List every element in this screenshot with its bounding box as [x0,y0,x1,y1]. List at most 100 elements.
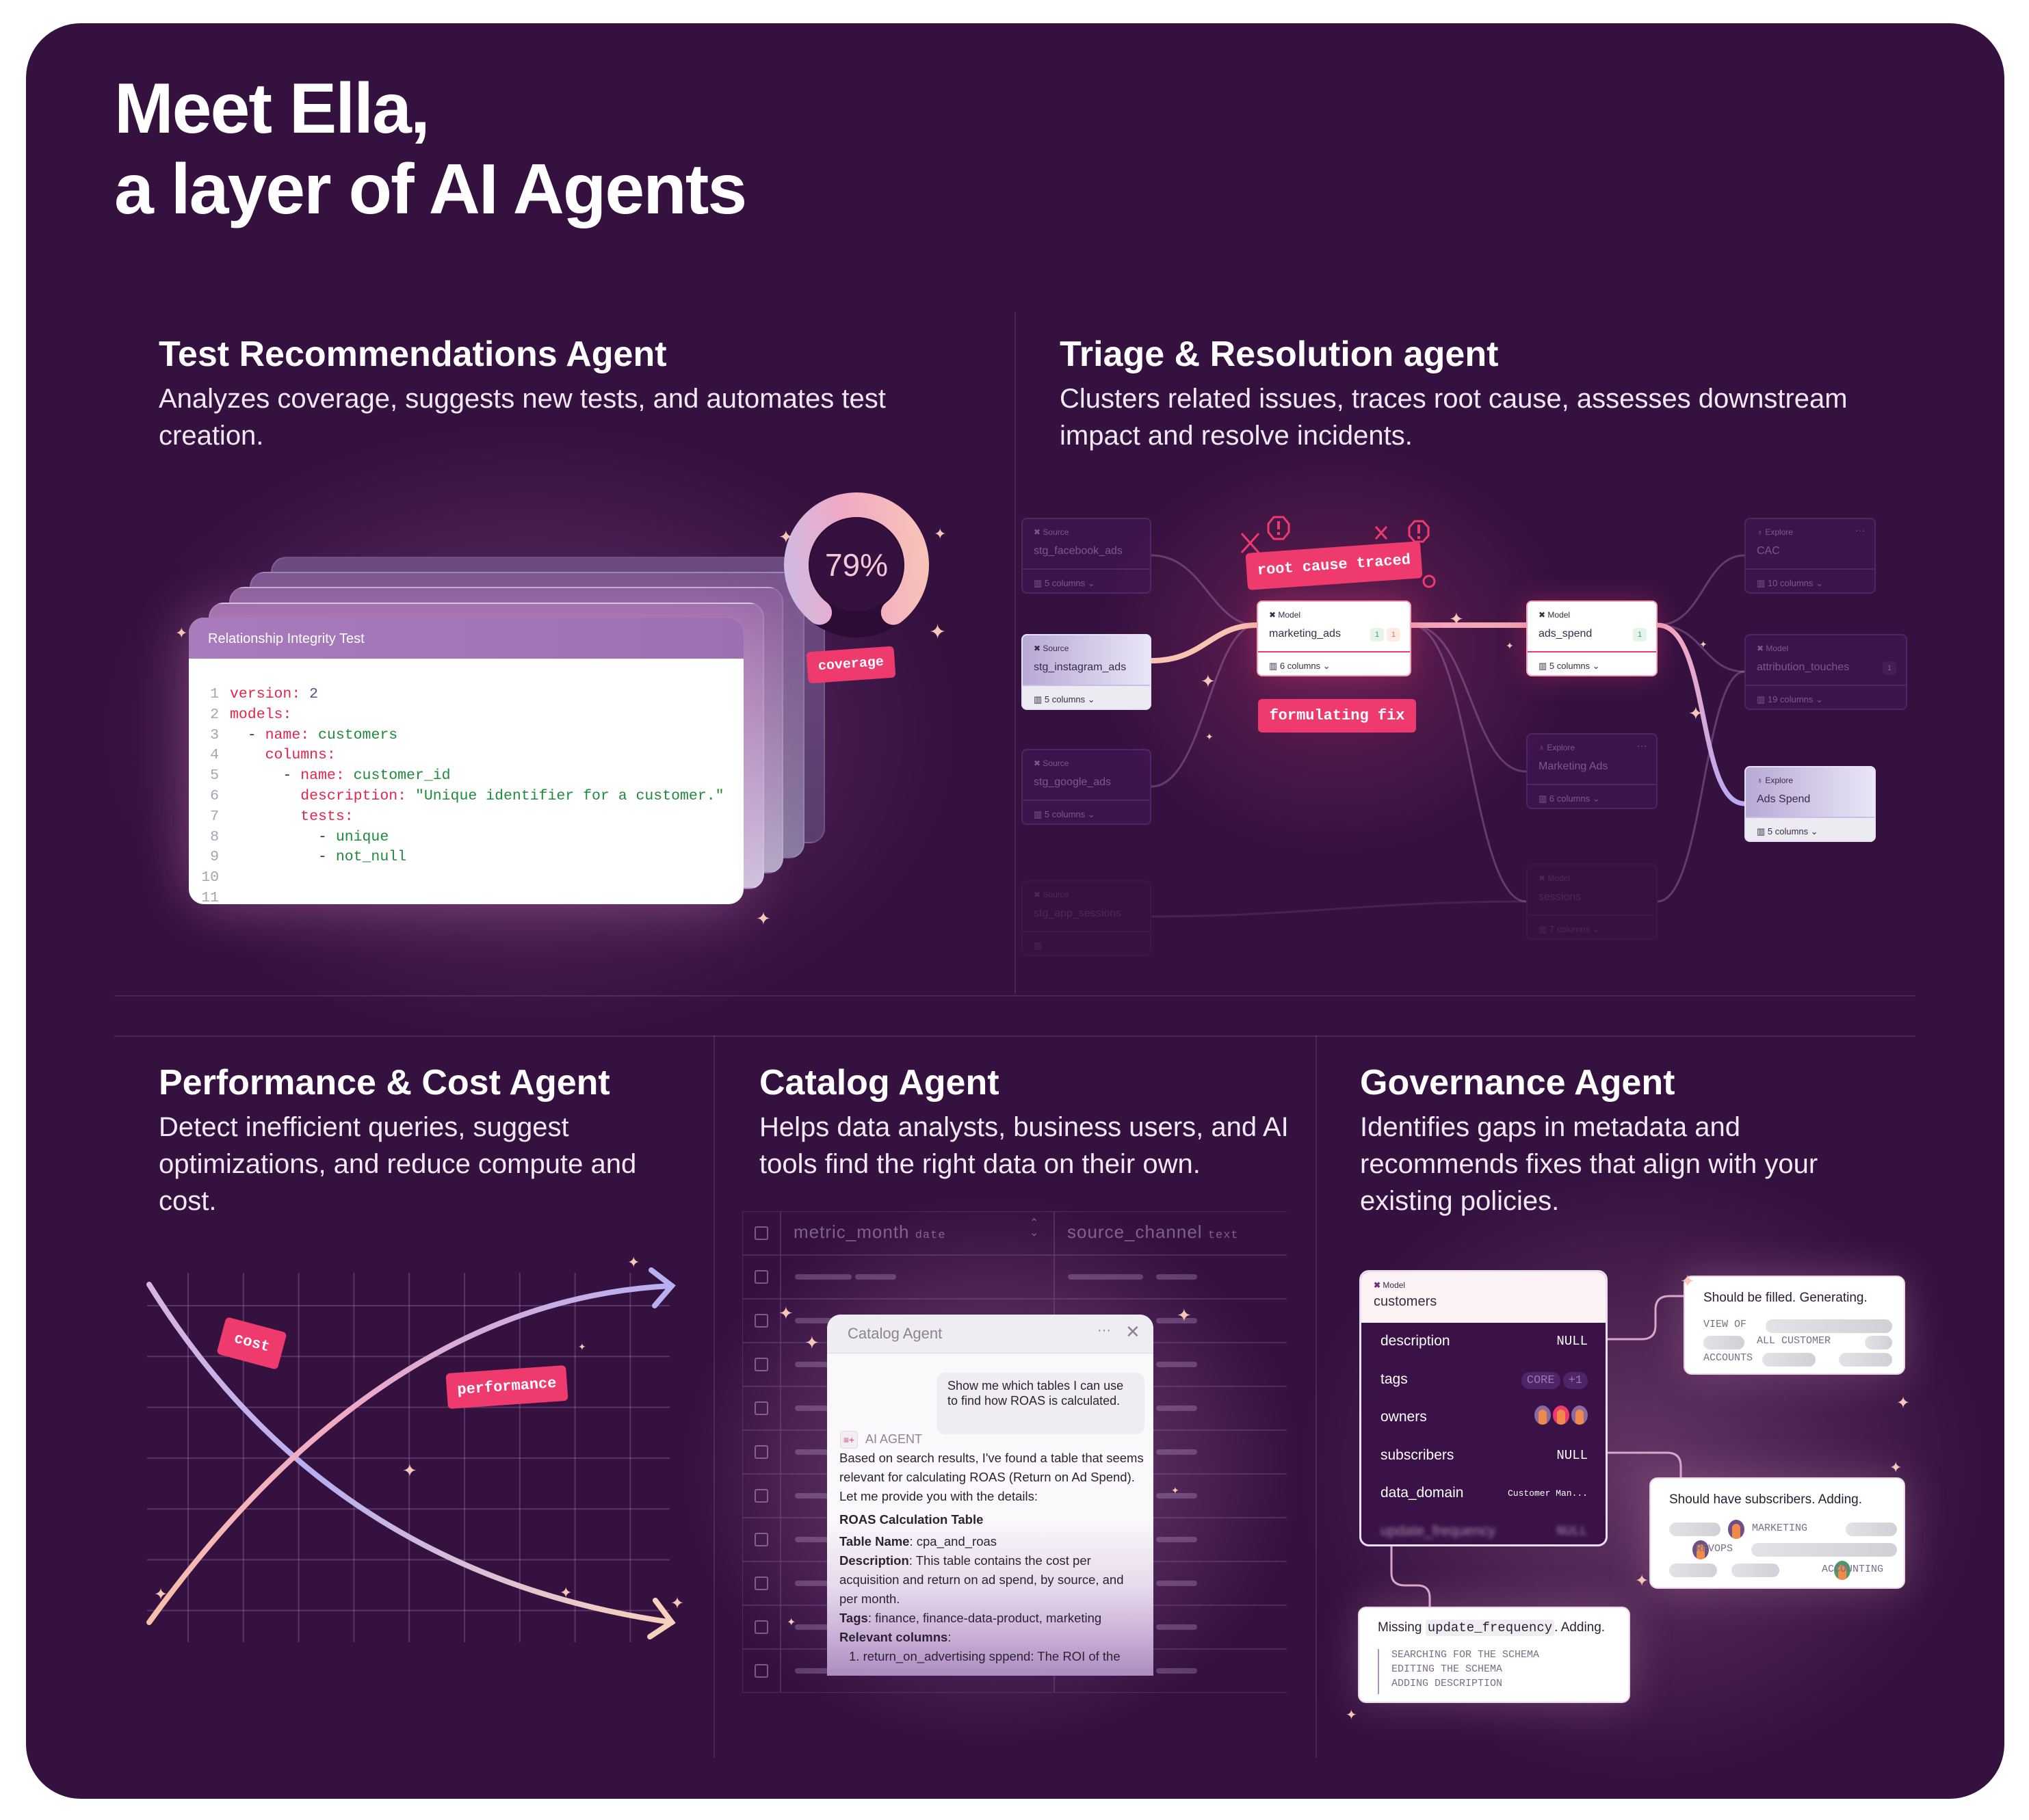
team-name: ACCOUNTING [1822,1564,1884,1575]
more-options-icon[interactable]: ··· [1637,740,1647,751]
row-checkbox[interactable] [755,1226,768,1240]
issue-badge[interactable]: 1 [1883,661,1896,675]
table-cell [1054,1255,1287,1299]
node-columns-toggle[interactable]: ▥ 10 columns ⌄ [1746,568,1874,592]
column-header-source-channel[interactable]: source_channel text [1067,1222,1239,1243]
code-line: 4 columns: [189,746,744,766]
node-columns-toggle[interactable]: ▥ 5 columns ⌄ [1023,685,1150,709]
row-checkbox[interactable] [755,1577,768,1590]
code-token: models: [230,706,292,723]
node-name: attribution_touches [1757,661,1850,673]
donut-center [810,518,903,611]
section-catalog: Catalog Agent Helps data analysts, busin… [759,1062,1289,1183]
node-columns-toggle[interactable]: ▥ [1023,931,1150,955]
placeholder-bar [1156,1537,1197,1542]
code-line: 5 - name: customer_id [189,766,744,787]
row-checkbox[interactable] [755,1445,768,1459]
columns-count: 5 columns [1767,826,1809,836]
field-row-update-frequency[interactable]: update_frequency NULL [1380,1521,1588,1542]
node-columns-toggle[interactable]: ▥ 19 columns ⌄ [1746,685,1906,709]
row-checkbox[interactable] [755,1664,768,1678]
row-checkbox[interactable] [755,1620,768,1634]
columns-count: 6 columns [1279,661,1321,671]
code-token: description: [300,787,415,804]
section-title: Test Recommendations Agent [159,334,667,374]
owner-avatar[interactable] [1553,1406,1569,1425]
table-cell [742,1561,781,1605]
node-kind-label: Source [1043,527,1069,537]
description-line: cost. [159,1186,217,1216]
column-header-metric-month[interactable]: metric_month date [794,1222,946,1243]
row-checkbox[interactable] [755,1358,768,1371]
node-columns-toggle[interactable]: ▥ 6 columns ⌄ [1258,651,1410,675]
more-options-icon[interactable]: ··· [1855,525,1865,536]
row-checkbox[interactable] [755,1401,768,1415]
user-message-bubble: Show me which tables I can use to find h… [937,1373,1144,1434]
catalog-agent-chat: Catalog Agent ··· ✕ Show me which tables… [827,1315,1153,1676]
table-cell [781,1211,1054,1255]
row-checkbox[interactable] [755,1489,768,1503]
field-label: update_frequency [1380,1522,1496,1539]
row-checkbox[interactable] [755,1270,768,1284]
model-icon: ✖ [1539,610,1548,620]
tag-chip[interactable]: +1 [1562,1371,1588,1389]
line-number: 6 [210,787,219,804]
code-token: customer_id [353,767,451,784]
table-cell [1054,1211,1287,1255]
line-number: 1 [210,686,219,702]
section-title: Catalog Agent [759,1063,999,1103]
field-value: NULL [1556,1334,1588,1349]
section-description: Clusters related issues, traces root cau… [1060,380,1848,454]
issue-badge[interactable]: 1 [1633,628,1647,642]
divider [1315,1036,1317,1758]
close-icon[interactable]: ✕ [1125,1321,1140,1342]
issue-badge[interactable]: 1 [1370,628,1384,642]
placeholder-bar [795,1449,846,1455]
owner-avatar[interactable] [1571,1406,1588,1425]
section-description: Helps data analysts, business users, and… [759,1109,1289,1183]
issue-badge[interactable]: 1 [1387,628,1400,642]
node-columns-toggle[interactable]: ▥ 7 columns ⌄ [1528,914,1656,938]
more-options-icon[interactable]: ··· [1097,1323,1111,1338]
field-value: NULL [1556,1523,1588,1539]
row-checkbox[interactable] [755,1533,768,1546]
placeholder-bar [1156,1581,1197,1586]
table-cell [742,1430,781,1474]
model-icon: ✖ [1034,644,1043,653]
explore-icon: ♁ [1539,743,1547,752]
node-columns-toggle[interactable]: ▥ 5 columns ⌄ [1528,651,1656,675]
sort-icon[interactable]: ⌃⌄ [1030,1217,1039,1239]
row-checkbox[interactable] [755,1314,768,1328]
placeholder-bar [855,1274,896,1280]
owner-avatar[interactable] [1534,1406,1551,1425]
code-token: - [230,726,265,743]
divider [114,1036,1915,1037]
node-columns-toggle[interactable]: ▥ 5 columns ⌄ [1023,800,1150,823]
model-name: customers [1374,1294,1437,1309]
section-performance: Performance & Cost Agent Detect ineffici… [159,1062,636,1219]
tag-chip[interactable]: CORE [1521,1371,1560,1389]
divider [1014,312,1016,994]
field-row-owners[interactable]: owners [1380,1406,1588,1427]
node-columns-toggle[interactable]: ▥ 5 columns ⌄ [1023,568,1150,592]
node-columns-toggle[interactable]: ▥ 5 columns ⌄ [1746,817,1874,841]
code-token [230,808,300,825]
node-kind: ✖ Source [1034,890,1069,899]
node-columns-toggle[interactable]: ▥ 6 columns ⌄ [1528,784,1656,808]
